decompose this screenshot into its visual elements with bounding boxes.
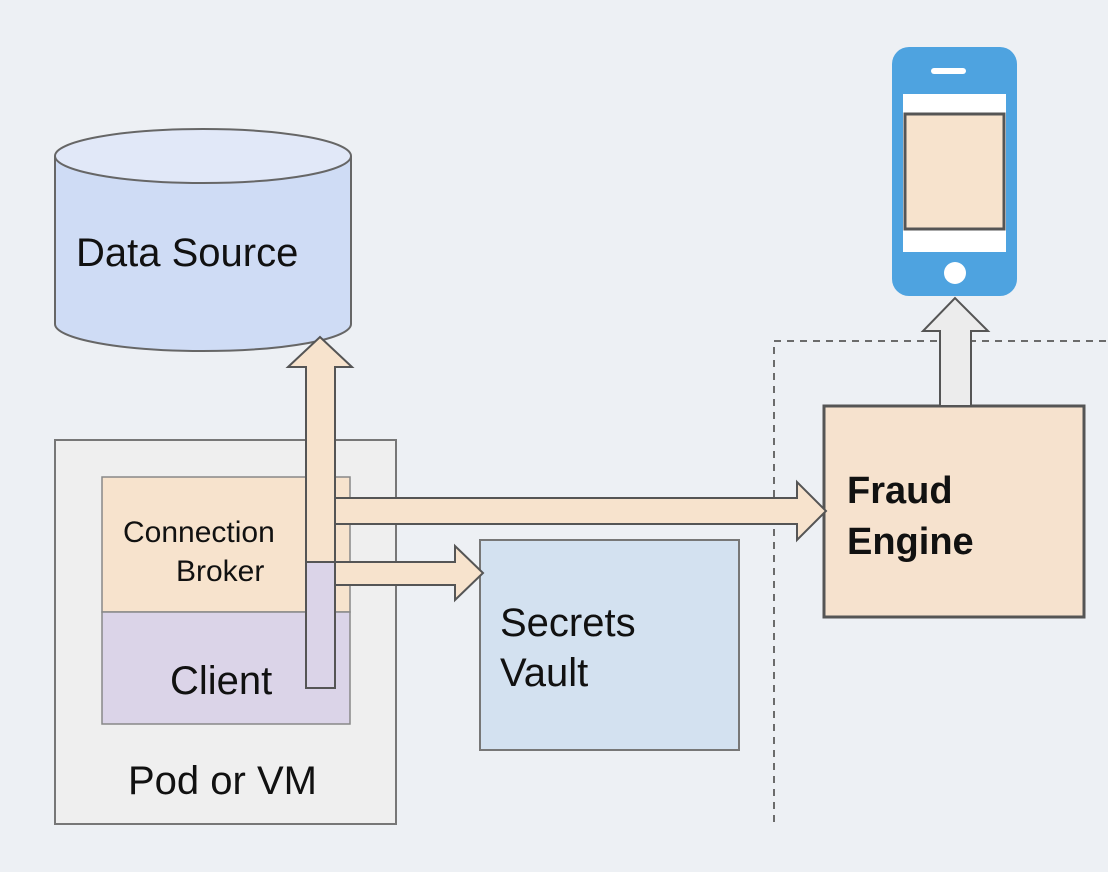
pod-label: Pod or VM xyxy=(128,759,317,803)
connection-broker-label-line1: Connection xyxy=(123,516,275,549)
secrets-vault-box xyxy=(479,539,740,751)
secrets-vault-label-line1: Secrets xyxy=(500,601,636,645)
fraud-engine-box xyxy=(822,404,1086,619)
fraud-engine-label-line1: Fraud xyxy=(847,470,953,512)
fraud-engine-label-line2: Engine xyxy=(847,521,974,563)
arrow-to-fraud-engine xyxy=(334,479,828,543)
mobile-phone-icon xyxy=(892,47,1017,296)
data-source-label: Data Source xyxy=(76,231,299,275)
client-channel xyxy=(305,561,336,689)
secrets-vault-label-line2: Vault xyxy=(500,651,589,695)
fraud-zone-boundary xyxy=(773,340,1108,822)
data-source-database xyxy=(54,128,352,352)
arrow-to-mobile-phone xyxy=(920,296,991,407)
connection-broker-label-line2: Broker xyxy=(176,555,265,588)
arrow-to-secrets-vault xyxy=(334,543,485,603)
client-label: Client xyxy=(170,659,273,703)
arrow-to-data-source xyxy=(285,335,355,563)
